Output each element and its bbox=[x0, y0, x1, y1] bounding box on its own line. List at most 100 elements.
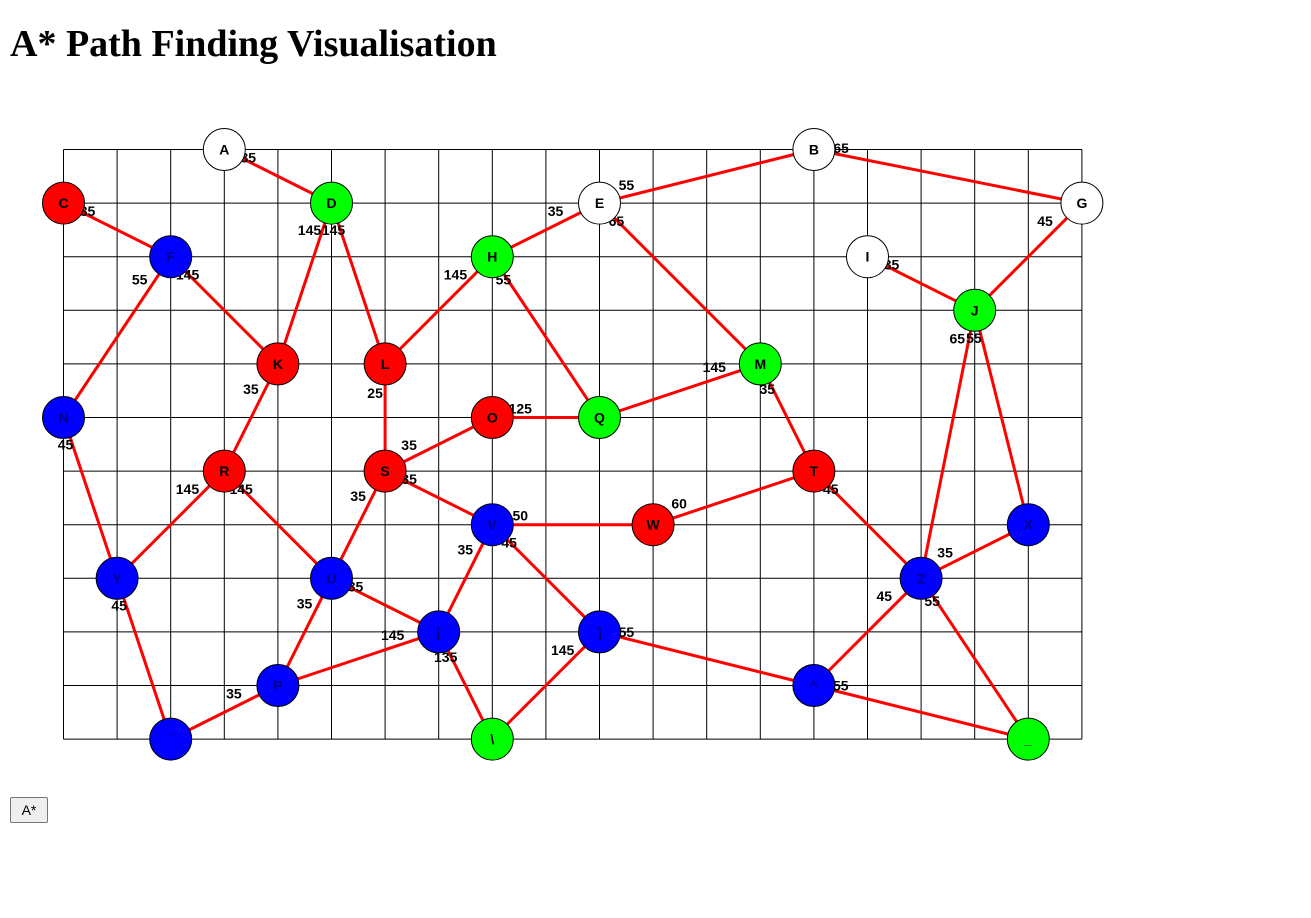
node-circle[interactable] bbox=[1006, 503, 1050, 547]
node-label: R bbox=[219, 463, 229, 479]
node-label: ^ bbox=[810, 678, 818, 694]
node-F[interactable]: F bbox=[149, 235, 193, 279]
edge-weight-label: 45 bbox=[876, 588, 892, 604]
node-label: H bbox=[487, 249, 497, 265]
node-circle[interactable] bbox=[578, 181, 621, 225]
astar-run-button[interactable]: A* bbox=[10, 797, 48, 823]
edge-weight-label: 35 bbox=[937, 544, 953, 560]
edge-T-Z bbox=[812, 470, 923, 580]
node-circle[interactable] bbox=[631, 503, 675, 547]
node-circle[interactable] bbox=[470, 396, 514, 439]
edge-D-K bbox=[276, 202, 333, 365]
edge-E-B bbox=[599, 148, 815, 205]
node-circle[interactable] bbox=[42, 396, 85, 439]
node-E[interactable]: E bbox=[578, 181, 621, 225]
node-B[interactable]: B bbox=[792, 128, 836, 171]
node-C[interactable]: C bbox=[42, 181, 85, 225]
node-circle[interactable] bbox=[256, 342, 300, 386]
node-circle[interactable] bbox=[363, 449, 407, 493]
node-circle[interactable] bbox=[792, 664, 836, 707]
node-circle[interactable] bbox=[578, 610, 621, 654]
node-circle[interactable] bbox=[363, 342, 407, 386]
node-circle[interactable] bbox=[953, 288, 997, 332]
node-Y[interactable]: Y bbox=[95, 556, 139, 600]
edge-R-U bbox=[223, 470, 333, 580]
edge-weight-label: 55 bbox=[966, 330, 982, 346]
node-label: Q bbox=[594, 410, 605, 426]
node-`[interactable]: ` bbox=[149, 717, 193, 761]
node-H[interactable]: H bbox=[470, 235, 514, 279]
node-circle[interactable] bbox=[202, 449, 246, 493]
node-D[interactable]: D bbox=[310, 181, 353, 225]
node-X[interactable]: X bbox=[1006, 503, 1050, 547]
node-M[interactable]: M bbox=[738, 342, 782, 386]
node-circle[interactable] bbox=[470, 717, 514, 761]
node-T[interactable]: T bbox=[792, 449, 836, 493]
edge-weight-label: 35 bbox=[226, 685, 242, 701]
node-circle[interactable] bbox=[42, 181, 85, 225]
node-circle[interactable] bbox=[310, 556, 353, 600]
node-P[interactable]: P bbox=[256, 664, 300, 707]
node-label: G bbox=[1076, 195, 1087, 211]
node-label: L bbox=[381, 356, 390, 372]
node-N[interactable]: N bbox=[42, 396, 85, 439]
node-K[interactable]: K bbox=[256, 342, 300, 386]
node-label: O bbox=[487, 410, 498, 426]
node-U[interactable]: U bbox=[310, 556, 353, 600]
node-circle[interactable] bbox=[1006, 717, 1050, 761]
node-\[interactable]: \ bbox=[470, 717, 514, 761]
node-_[interactable]: _ bbox=[1006, 717, 1050, 761]
node-S[interactable]: S bbox=[363, 449, 407, 493]
node-circle[interactable] bbox=[417, 610, 461, 654]
node-circle[interactable] bbox=[310, 181, 353, 225]
edge-weight-label: 145 bbox=[551, 642, 575, 658]
node-label: D bbox=[326, 195, 336, 211]
edge-E-M bbox=[598, 202, 762, 365]
node-W[interactable]: W bbox=[631, 503, 675, 547]
node-circle[interactable] bbox=[846, 235, 889, 279]
node-circle[interactable] bbox=[256, 664, 300, 707]
node-[[interactable]: [ bbox=[417, 610, 461, 654]
edge-H-Q bbox=[491, 255, 601, 419]
edge-weight-label: 55 bbox=[833, 678, 849, 694]
node-circle[interactable] bbox=[149, 235, 193, 279]
node-I[interactable]: I bbox=[846, 235, 889, 279]
node-label: X bbox=[1024, 517, 1034, 533]
node-Q[interactable]: Q bbox=[578, 396, 621, 439]
node-circle[interactable] bbox=[470, 235, 514, 279]
node-circle[interactable] bbox=[95, 556, 139, 600]
node-circle[interactable] bbox=[202, 128, 246, 171]
node-circle[interactable] bbox=[792, 128, 836, 171]
edge-weight-label: 45 bbox=[111, 597, 127, 613]
node-][interactable]: ] bbox=[578, 610, 621, 654]
node-circle[interactable] bbox=[792, 449, 836, 493]
node-circle[interactable] bbox=[899, 556, 943, 600]
edge-weight-label: 35 bbox=[401, 437, 417, 453]
node-circle[interactable] bbox=[738, 342, 782, 386]
node-circle[interactable] bbox=[1060, 181, 1104, 225]
node-G[interactable]: G bbox=[1060, 181, 1104, 225]
page-title: A* Path Finding Visualisation bbox=[10, 23, 497, 65]
node-V[interactable]: V bbox=[470, 503, 514, 547]
node-Z[interactable]: Z bbox=[899, 556, 943, 600]
edge-weight-label: 65 bbox=[833, 140, 849, 156]
node-circle[interactable] bbox=[470, 503, 514, 547]
node-circle[interactable] bbox=[578, 396, 621, 439]
node-J[interactable]: J bbox=[953, 288, 997, 332]
edge-weight-label: 25 bbox=[367, 385, 383, 401]
edge-V-] bbox=[491, 523, 601, 633]
edge-weight-label: 145 bbox=[703, 359, 727, 375]
node-label: M bbox=[754, 356, 766, 372]
node-label: [ bbox=[436, 624, 441, 640]
edge-weight-label: 145 bbox=[322, 222, 346, 238]
node-label: ` bbox=[168, 731, 173, 747]
node-circle[interactable] bbox=[149, 717, 193, 761]
node-L[interactable]: L bbox=[363, 342, 407, 386]
edge-Z-^ bbox=[812, 577, 923, 687]
node-label: K bbox=[273, 356, 283, 372]
node-^[interactable]: ^ bbox=[792, 664, 836, 707]
node-A[interactable]: A bbox=[202, 128, 246, 171]
node-R[interactable]: R bbox=[202, 449, 246, 493]
edge-F-K bbox=[169, 255, 279, 365]
node-O[interactable]: O bbox=[470, 396, 514, 439]
